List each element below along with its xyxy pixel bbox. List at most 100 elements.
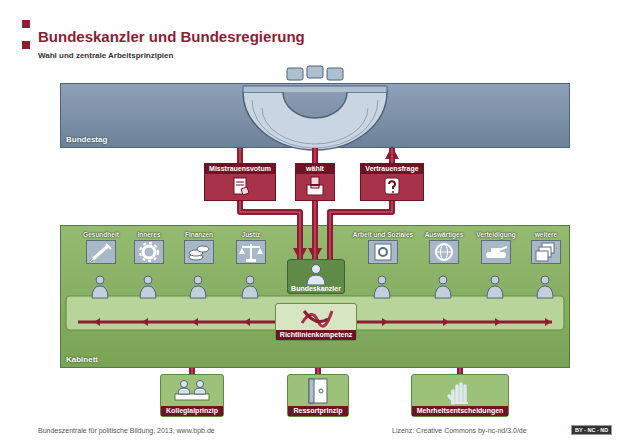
minister-head xyxy=(246,276,254,284)
icon-stroke xyxy=(309,379,314,403)
vote-box: wählt xyxy=(295,163,335,201)
pipe-highlight xyxy=(391,148,393,163)
icon-stroke xyxy=(311,177,319,188)
icon-stroke xyxy=(90,258,94,262)
icon-stroke xyxy=(143,246,155,258)
minister-head xyxy=(541,276,549,284)
min-box: Verteidigung xyxy=(475,231,516,264)
minister-body xyxy=(487,286,503,298)
icon xyxy=(531,240,561,264)
chan-box: Bundeskanzler xyxy=(287,259,345,294)
icon-stroke xyxy=(304,311,328,322)
rail-arrow xyxy=(244,318,250,326)
icon-stroke xyxy=(310,184,320,186)
ministry-label: Inneres xyxy=(134,231,164,239)
rail-arrow xyxy=(382,318,388,326)
subtitle: Wahl und zentrale Arbeitsprinzipien xyxy=(38,51,173,60)
principle-label: Richtlinienkompetenz xyxy=(276,330,356,340)
icon xyxy=(86,240,116,264)
minister-body xyxy=(92,286,108,298)
icon-stroke xyxy=(392,191,394,193)
license-badge: BY - NC - ND xyxy=(571,425,612,435)
rail-arrow xyxy=(443,318,449,326)
principle-label: Mehrheitsentscheidungen xyxy=(412,406,509,416)
min-box: Justiz xyxy=(236,231,266,264)
rail-arrow xyxy=(142,318,148,326)
title-bullet xyxy=(22,20,30,28)
icon xyxy=(227,175,253,197)
pipe-connector xyxy=(237,148,243,163)
vote-label: Vertrauensfrage xyxy=(361,164,422,174)
icon-stroke xyxy=(379,248,387,256)
icon-stroke xyxy=(375,244,391,260)
pipe-highlight xyxy=(314,148,316,163)
government-bench xyxy=(287,68,303,80)
icon-stroke xyxy=(181,381,188,388)
icon xyxy=(236,240,266,264)
icon-stroke xyxy=(86,241,115,264)
icon xyxy=(435,376,485,405)
icon-stroke xyxy=(491,248,500,253)
icon xyxy=(167,376,217,405)
icon xyxy=(302,175,328,197)
min-box: Arbeit und Soziales xyxy=(352,231,414,264)
min-box: Gesundheit xyxy=(82,231,120,264)
pipe-connector xyxy=(312,148,318,163)
minister-body xyxy=(190,286,206,298)
pipe-highlight xyxy=(239,148,241,163)
icon-stroke xyxy=(389,181,395,189)
minister-body xyxy=(140,286,156,298)
ministry-label: weitere xyxy=(531,231,561,239)
minister-head xyxy=(144,276,152,284)
prin-box: Kollegialprinzip xyxy=(160,374,224,417)
min-box: Inneres xyxy=(134,231,164,264)
icon-stroke xyxy=(194,388,206,394)
vote-label: wählt xyxy=(296,164,334,174)
principle-label: Kollegialprinzip xyxy=(161,406,223,416)
minister-head xyxy=(439,276,447,284)
icon-stroke xyxy=(242,246,260,248)
minister-head xyxy=(96,276,104,284)
icon-stroke xyxy=(302,311,332,326)
icon-stroke xyxy=(449,396,453,400)
icon-stroke xyxy=(197,246,209,252)
icon-stroke xyxy=(482,241,511,264)
icon xyxy=(134,240,164,264)
pipe-highlight xyxy=(314,201,316,259)
ministry-label: Justiz xyxy=(236,231,266,239)
icon xyxy=(293,376,343,405)
minister-head xyxy=(194,276,202,284)
icon-stroke xyxy=(237,241,266,264)
government-bench xyxy=(327,68,343,80)
icon-stroke xyxy=(175,394,209,400)
ministry-label: Auswärtiges xyxy=(424,231,465,239)
min-box: weitere xyxy=(531,231,561,264)
icon-stroke xyxy=(307,275,325,285)
icon-stroke xyxy=(436,252,452,253)
icon-stroke xyxy=(236,182,244,183)
icon xyxy=(379,175,405,197)
minister-head xyxy=(491,276,499,284)
vote-box: Vertrauensfrage xyxy=(360,163,423,201)
min-box: Auswärtiges xyxy=(424,231,465,264)
icon-stroke xyxy=(106,244,111,249)
icon-stroke xyxy=(239,248,263,254)
minister-body xyxy=(242,286,258,298)
icon xyxy=(184,240,214,264)
icon-stroke xyxy=(140,243,158,261)
icon-stroke xyxy=(499,247,507,250)
prin-box: Mehrheitsentscheidungen xyxy=(411,374,510,417)
icon xyxy=(303,263,329,285)
icon-stroke xyxy=(135,241,164,264)
minister-head xyxy=(378,276,386,284)
title: Bundeskanzler und Bundesregierung xyxy=(38,28,305,45)
minister-body xyxy=(537,286,553,298)
rail-arrow xyxy=(545,318,551,326)
icon-stroke xyxy=(319,389,323,393)
icon-stroke xyxy=(436,244,452,260)
title-bullet xyxy=(22,41,30,49)
icon-stroke xyxy=(246,259,256,262)
rail-arrow xyxy=(495,318,501,326)
ministry-label: Arbeit und Soziales xyxy=(352,231,414,239)
icon-stroke xyxy=(241,187,249,195)
